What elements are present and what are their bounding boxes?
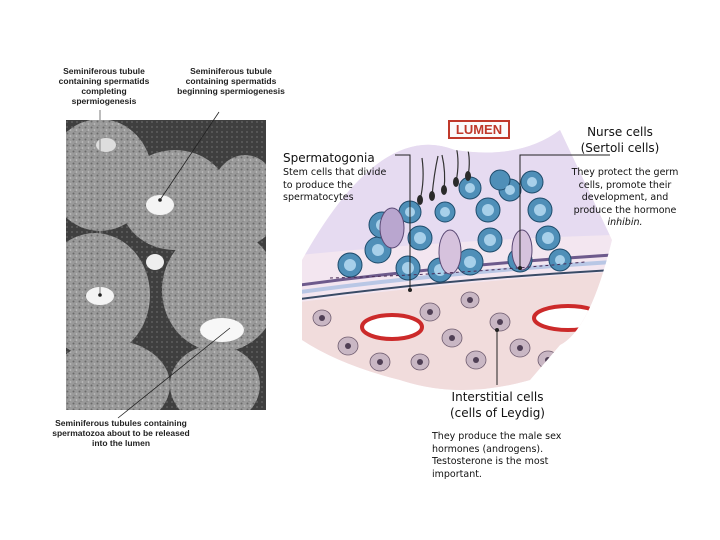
nurse-cells-title: Nurse cells (Sertoli cells)	[560, 124, 680, 156]
lumen-label: LUMEN	[448, 120, 510, 139]
label-tubules-released: Seminiferous tubules containing spermato…	[52, 418, 190, 448]
interstitial-description: They produce the male sex hormones (andr…	[432, 431, 562, 480]
nurse-cells-description: They protect the germ cells, promote the…	[566, 167, 684, 230]
interstitial-title: Interstitial cells (cells of Leydig)	[435, 389, 560, 421]
spermatogonia-description: Stem cells that divide to produce the sp…	[283, 167, 387, 203]
nurse-cells-title-line2: (Sertoli cells)	[580, 141, 660, 155]
interstitial-title-line2: (cells of Leydig)	[450, 406, 545, 420]
spermatogonia-title: Spermatogonia	[283, 151, 375, 165]
label-tubule-beginning: Seminiferous tubule containing spermatid…	[177, 66, 285, 96]
nurse-cells-title-line1: Nurse cells	[587, 125, 653, 139]
nurse-cells-description-text: They protect the germ cells, promote the…	[571, 167, 679, 216]
label-tubule-completing: Seminiferous tubule containing spermatid…	[58, 66, 150, 106]
nurse-cells-description-italic: inhibin.	[607, 217, 643, 228]
interstitial-title-line1: Interstitial cells	[451, 390, 544, 404]
